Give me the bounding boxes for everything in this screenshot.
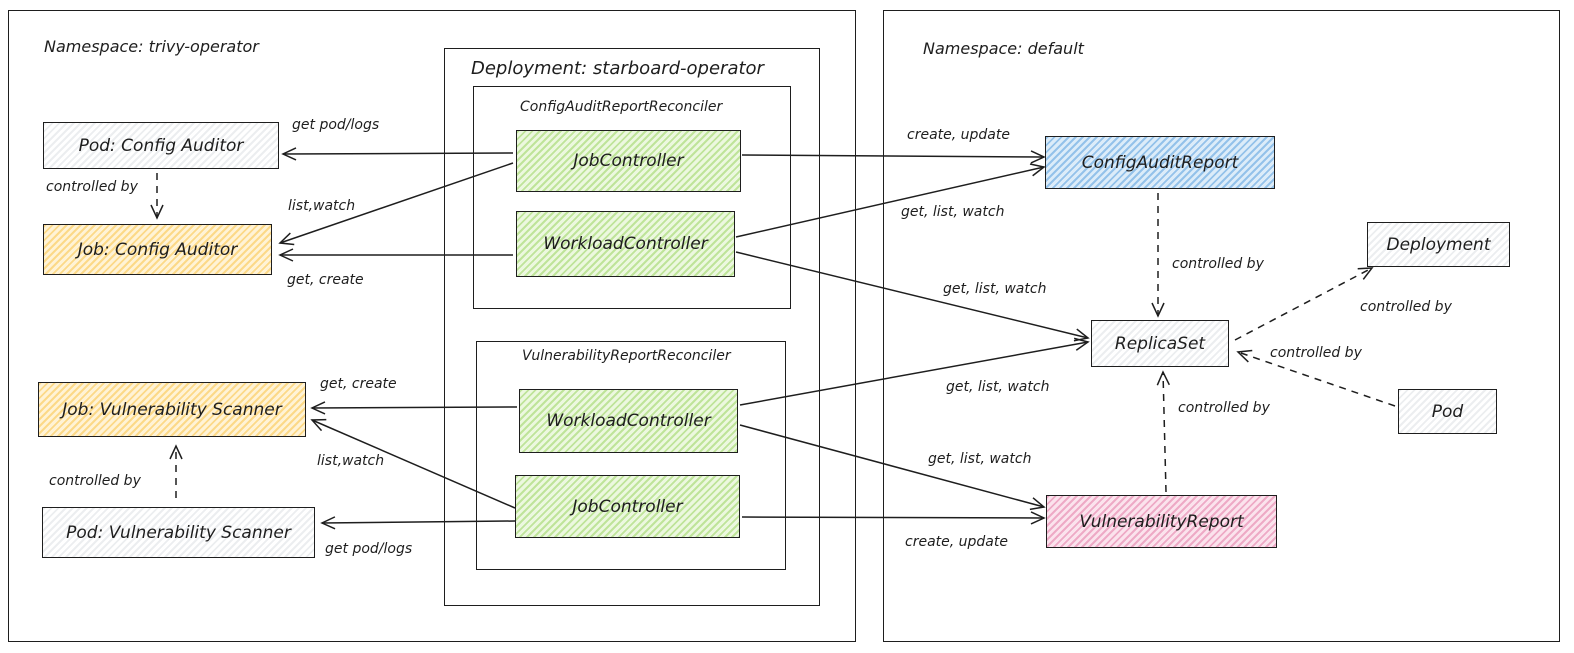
edge-workload-to-job-vuln: [310, 401, 518, 415]
config-audit-report-node[interactable]: ConfigAuditReport: [1045, 136, 1275, 189]
config-reconciler-frame: [473, 86, 791, 309]
edge-jobctrl-to-job-config: [278, 162, 514, 246]
namespace-right-label: Namespace: default: [923, 39, 1084, 58]
deployment-frame: [444, 48, 820, 606]
ca-job-controller-node[interactable]: JobController: [516, 130, 741, 192]
label-get-create-top: get, create: [287, 272, 364, 288]
vulnerability-report-node[interactable]: VulnerabilityReport: [1046, 495, 1277, 548]
label-controlled-by-rs-deploy: controlled by: [1360, 299, 1452, 315]
label-controlled-by-ca: controlled by: [46, 179, 138, 195]
vuln-reconciler-label: VulnerabilityReportReconciler: [522, 348, 731, 364]
namespace-default-frame: [883, 10, 1560, 642]
edge-vr-workload-to-rs: [739, 337, 1090, 406]
label-create-update-top: create, update: [907, 127, 1010, 143]
label-get-pod-logs-top: get pod/logs: [292, 117, 380, 133]
edge-workload-to-rs-top: [735, 251, 1090, 342]
replicaset-node[interactable]: ReplicaSet: [1091, 320, 1229, 367]
vr-workload-controller-node[interactable]: WorkloadController: [519, 389, 738, 453]
label-controlled-by-vr-rs: controlled by: [1178, 400, 1270, 416]
edge-jobctrl-to-car: [741, 150, 1046, 164]
edge-workload-to-car: [735, 163, 1046, 238]
edge-jobctrl-to-job-vuln: [310, 418, 516, 509]
pod-vuln-scanner-node[interactable]: Pod: Vulnerability Scanner: [42, 507, 315, 558]
edge-pod-to-rs: [1236, 349, 1396, 407]
namespace-trivy-operator-frame: [8, 10, 856, 642]
label-get-pod-logs-bottom: get pod/logs: [325, 541, 413, 557]
label-get-list-watch-vr: get, list, watch: [928, 451, 1032, 467]
config-reconciler-label: ConfigAuditReportReconciler: [520, 99, 723, 115]
namespace-left-label: Namespace: trivy-operator: [44, 37, 259, 56]
label-create-update-bottom: create, update: [905, 534, 1008, 550]
label-controlled-by-vs: controlled by: [49, 473, 141, 489]
vuln-reconciler-frame: [476, 341, 786, 570]
job-config-auditor-node[interactable]: Job: Config Auditor: [43, 224, 272, 275]
edge-vr-workload-to-vr: [739, 424, 1046, 511]
label-controlled-by-pod-rs: controlled by: [1270, 345, 1362, 361]
pod-config-auditor-node[interactable]: Pod: Config Auditor: [43, 122, 279, 169]
label-list-watch-top: list,watch: [288, 198, 356, 214]
label-list-watch-bottom: list,watch: [317, 453, 385, 469]
k8s-pod-node[interactable]: Pod: [1398, 389, 1497, 434]
job-vuln-scanner-node[interactable]: Job: Vulnerability Scanner: [38, 382, 306, 437]
label-get-list-watch-rs-bottom: get, list, watch: [946, 379, 1050, 395]
edge-jobctrl-to-pod-vuln: [320, 516, 516, 530]
k8s-deployment-node[interactable]: Deployment: [1367, 222, 1510, 267]
edge-vr-jobctrl-to-vr: [741, 511, 1046, 525]
label-get-create-bottom: get, create: [320, 376, 397, 392]
deployment-title: Deployment: starboard-operator: [471, 58, 764, 79]
label-get-list-watch-rs-top: get, list, watch: [943, 281, 1047, 297]
label-controlled-by-car-rs: controlled by: [1172, 256, 1264, 272]
vr-job-controller-node[interactable]: JobController: [515, 475, 740, 538]
ca-workload-controller-node[interactable]: WorkloadController: [516, 211, 735, 277]
label-get-list-watch-car: get, list, watch: [901, 204, 1005, 220]
edge-jobctrl-to-pod-config: [281, 147, 514, 161]
